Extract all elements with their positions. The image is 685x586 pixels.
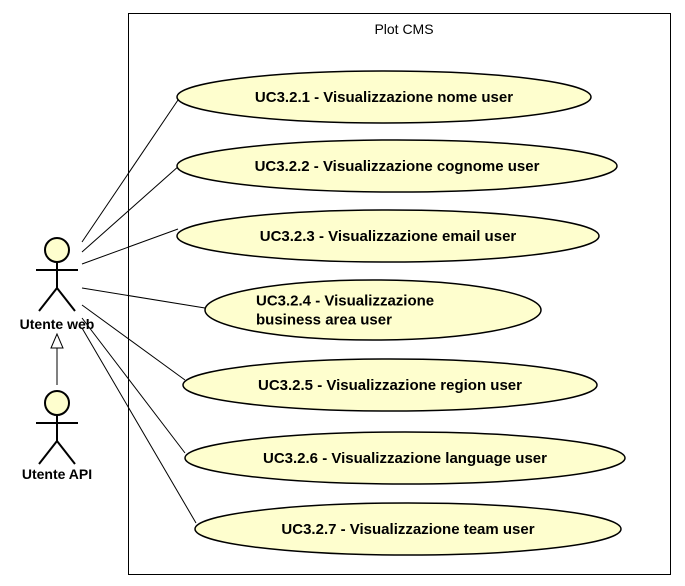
use-case-uc4[interactable]: UC3.2.4 - Visualizzazione business area u… [204,279,542,341]
actor-label: Utente API [22,466,92,482]
actor-api[interactable]: Utente API [22,390,92,482]
use-case-label: UC3.2.5 - Visualizzazione region user [258,377,522,394]
actor-stick-figure-icon [36,390,78,465]
actor-stick-figure-icon [36,237,78,312]
association-web-uc1 [81,99,179,243]
generalization-api-web [50,332,64,385]
use-case-label: UC3.2.1 - Visualizzazione nome user [255,89,513,106]
generalization-arrowhead [50,332,64,349]
use-case-uc6[interactable]: UC3.2.6 - Visualizzazione language user [184,431,626,485]
association-web-uc3 [81,228,179,265]
use-case-uc3[interactable]: UC3.2.3 - Visualizzazione email user [176,209,600,263]
use-case-label: UC3.2.6 - Visualizzazione language user [263,450,547,467]
use-case-uc7[interactable]: UC3.2.7 - Visualizzazione team user [194,502,622,556]
use-case-ellipse [176,209,600,263]
association-web-uc6 [81,317,186,454]
system-title: Plot CMS [374,21,433,37]
system-boundary: Plot CMS [128,13,671,575]
use-case-label: UC3.2.3 - Visualizzazione email user [260,228,517,245]
use-case-uc2[interactable]: UC3.2.2 - Visualizzazione cognome user [176,139,618,193]
use-case-label: UC3.2.7 - Visualizzazione team user [281,521,534,538]
use-case-ellipse [176,70,592,124]
association-web-uc7 [81,327,197,524]
use-case-label: business area user [256,312,392,329]
use-case-ellipse [204,279,542,341]
use-case-ellipse [176,139,618,193]
actor-label: Utente web [20,316,95,332]
use-case-ellipse [184,431,626,485]
association-web-uc4 [81,287,206,309]
use-case-label: UC3.2.4 - Visualizzazione [256,293,434,310]
actor-web[interactable]: Utente web [20,237,95,332]
use-case-uc1[interactable]: UC3.2.1 - Visualizzazione nome user [176,70,592,124]
use-case-ellipse [194,502,622,556]
use-case-uc5[interactable]: UC3.2.5 - Visualizzazione region user [182,358,598,412]
use-case-label: UC3.2.2 - Visualizzazione cognome user [255,158,540,175]
association-web-uc5 [81,304,186,381]
use-case-ellipse [182,358,598,412]
association-web-uc2 [81,164,181,253]
